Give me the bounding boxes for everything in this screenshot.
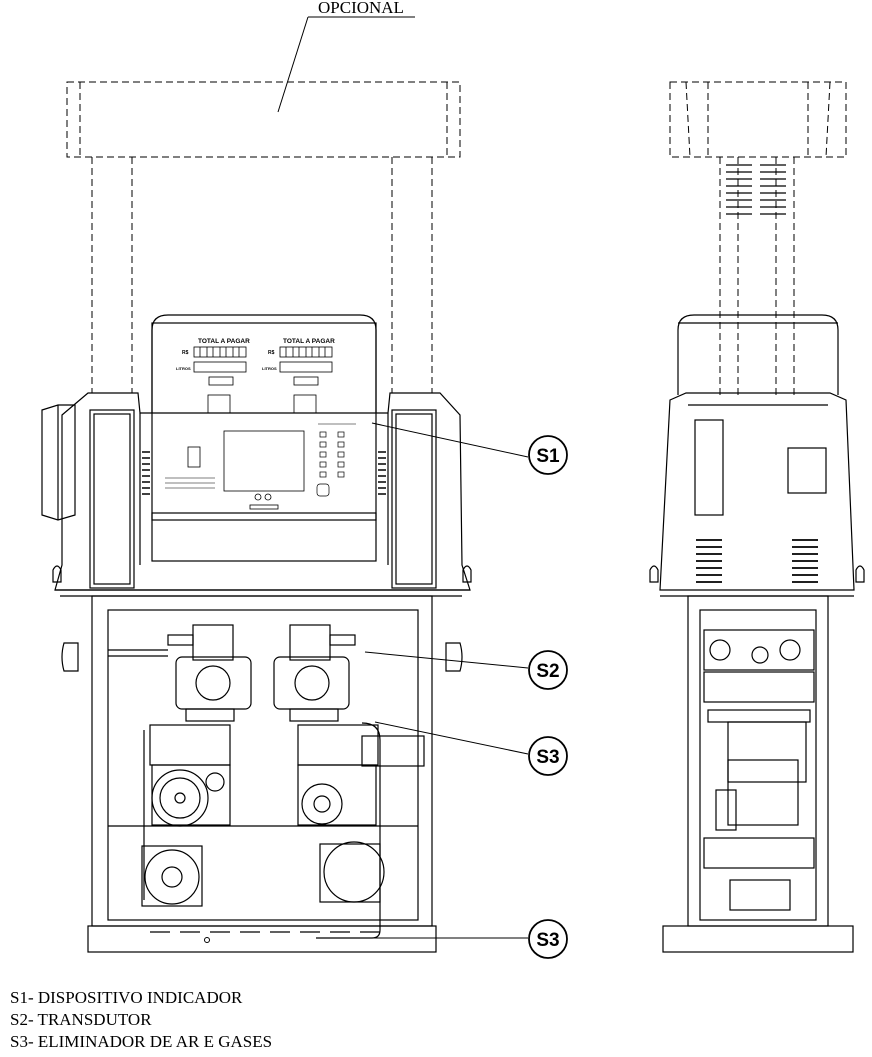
side-vents bbox=[696, 539, 818, 583]
front-head bbox=[41, 314, 471, 597]
callout-s2-label: S2 bbox=[536, 661, 559, 682]
callout-s1-label: S1 bbox=[536, 446, 560, 467]
left-total-label: TOTAL A PAGAR bbox=[198, 338, 250, 345]
head-vents bbox=[142, 451, 386, 495]
head-feet bbox=[52, 565, 472, 583]
callout-s3-upper-label: S3 bbox=[536, 747, 559, 768]
optional-leader bbox=[277, 16, 415, 113]
front-cabinet bbox=[61, 595, 463, 953]
left-liters-label: LITROS bbox=[176, 366, 191, 371]
callout-s3-lower-label: S3 bbox=[536, 930, 559, 951]
front-pumps bbox=[141, 722, 425, 939]
callout-s3-upper: S3 bbox=[528, 736, 568, 776]
left-currency-label: R$ bbox=[182, 350, 189, 356]
callout-s3-lower: S3 bbox=[528, 919, 568, 959]
callout-s1: S1 bbox=[528, 435, 568, 475]
legend-item-s1: S1- DISPOSITIVO INDICADOR bbox=[10, 988, 243, 1007]
optional-label: OPCIONAL bbox=[318, 0, 404, 17]
legend-item-s3: S3- ELIMINADOR DE AR E GASES bbox=[10, 1032, 273, 1051]
right-liters-label: LITROS bbox=[262, 366, 277, 371]
optional-canopy-side bbox=[669, 81, 847, 395]
legend: S1- DISPOSITIVO INDICADOR S2- TRANSDUTOR… bbox=[10, 987, 272, 1053]
display-panel: TOTAL A PAGAR TOTAL A PAGAR R$ R$ LITROS… bbox=[165, 338, 356, 510]
side-cabinet bbox=[662, 595, 854, 953]
optional-canopy-front bbox=[66, 81, 461, 393]
front-meters bbox=[108, 624, 356, 722]
drain-hole bbox=[204, 937, 210, 943]
legend-item-s2: S2- TRANSDUTOR bbox=[10, 1010, 152, 1029]
callout-s2: S2 bbox=[528, 650, 568, 690]
right-currency-label: R$ bbox=[268, 350, 275, 356]
callout-leaders bbox=[322, 422, 529, 939]
right-total-label: TOTAL A PAGAR bbox=[283, 338, 335, 345]
side-canopy-grille bbox=[726, 164, 786, 215]
side-head bbox=[649, 314, 865, 597]
